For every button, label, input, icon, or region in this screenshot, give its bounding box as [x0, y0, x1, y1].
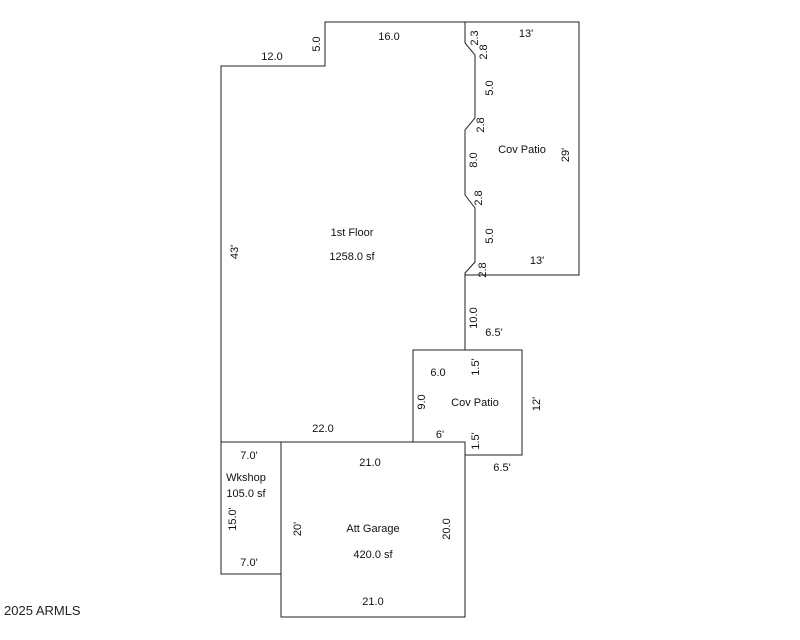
dimension-label: 13' [519, 28, 533, 40]
dimension-label: 9.0 [416, 394, 428, 409]
dimension-label: 5.0 [311, 36, 323, 51]
dimension-label: 22.0 [312, 423, 333, 435]
dimension-label: 16.0 [378, 31, 399, 43]
dimension-label: 8.0 [468, 152, 480, 167]
dimension-label: 7.0' [240, 450, 257, 462]
dimension-label: 2.8 [477, 262, 489, 277]
dimension-label: 15.0' [227, 507, 239, 531]
garage-label: Att Garage [346, 523, 399, 535]
dimension-label: 6.0 [430, 367, 445, 379]
cov-patio-upper-outline [465, 21, 580, 276]
dimension-label: 5.0 [484, 228, 496, 243]
cov-patio-lower-outline [465, 349, 523, 456]
dimension-label: 6.5' [493, 462, 510, 474]
dimension-label: 1.5' [470, 358, 482, 375]
dimension-label: 2.8 [478, 44, 490, 59]
first-floor-area: 1258.0 sf [329, 251, 375, 263]
garage-outline [280, 441, 466, 618]
garage-area: 420.0 sf [353, 549, 393, 561]
first-floor-label: 1st Floor [331, 227, 374, 239]
dimension-label: 6' [436, 429, 444, 441]
dimension-label: 2.8 [475, 117, 487, 132]
dimension-label: 6.5' [485, 327, 502, 339]
copyright-text: 2025 ARMLS [4, 603, 81, 618]
dimension-label: 20' [292, 522, 304, 536]
dimension-label: 1.5' [470, 432, 482, 449]
dimension-label: 21.0 [359, 457, 380, 469]
first-floor-outline [220, 21, 476, 443]
dimension-label: 29' [560, 148, 572, 162]
dimension-label: 7.0' [240, 557, 257, 569]
dimension-label: 12' [531, 397, 543, 411]
dimension-label: 2.8 [473, 190, 485, 205]
dimension-label: 43' [229, 245, 241, 259]
dimension-label: 2.3 [469, 30, 481, 45]
dimension-label: 13' [530, 255, 544, 267]
dimension-label: 12.0 [261, 51, 282, 63]
cov-patio-lower-label: Cov Patio [451, 397, 499, 409]
workshop-area: 105.0 sf [226, 488, 266, 500]
dimension-label: 5.0 [484, 80, 496, 95]
dimension-label: 21.0 [362, 596, 383, 608]
workshop-label: Wkshop [226, 472, 266, 484]
dimension-label: 10.0 [468, 307, 480, 328]
cov-patio-upper-label: Cov Patio [498, 144, 546, 156]
dimension-label: 20.0 [441, 518, 453, 539]
